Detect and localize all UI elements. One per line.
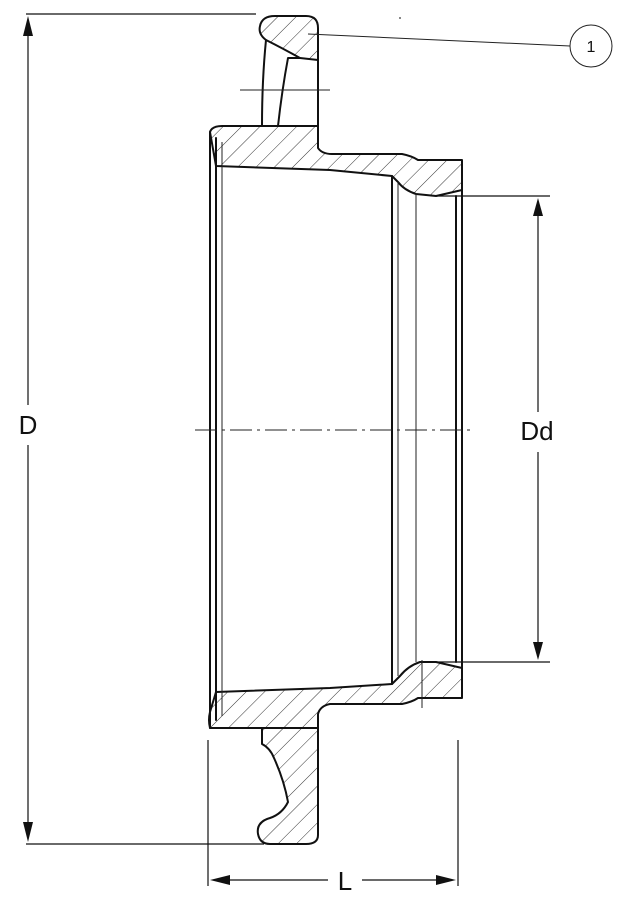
- dimension-d-label: D: [19, 410, 38, 440]
- callout-number: 1: [587, 39, 596, 56]
- dimension-d: D: [19, 13, 264, 845]
- stray-mark: [399, 17, 401, 19]
- dimension-l-label: L: [338, 866, 352, 896]
- dimension-d-arrow-top: [23, 16, 33, 36]
- dimension-dd-arrow-top: [533, 198, 543, 216]
- lower-flange-section: [256, 727, 319, 845]
- lower-body-section: [208, 661, 463, 729]
- upper-flange-ring: [258, 15, 319, 127]
- dimension-l: L: [207, 740, 459, 896]
- dimension-l-arrow-right: [436, 875, 456, 885]
- dimension-l-arrow-left: [210, 875, 230, 885]
- callout-balloon-1: 1: [307, 24, 613, 68]
- dimension-dd: Dd: [436, 195, 554, 663]
- upper-body-section: [209, 125, 463, 197]
- dimension-d-arrow-bottom: [23, 822, 33, 842]
- dimension-dd-arrow-bottom: [533, 642, 543, 660]
- dimension-dd-label: Dd: [520, 416, 553, 446]
